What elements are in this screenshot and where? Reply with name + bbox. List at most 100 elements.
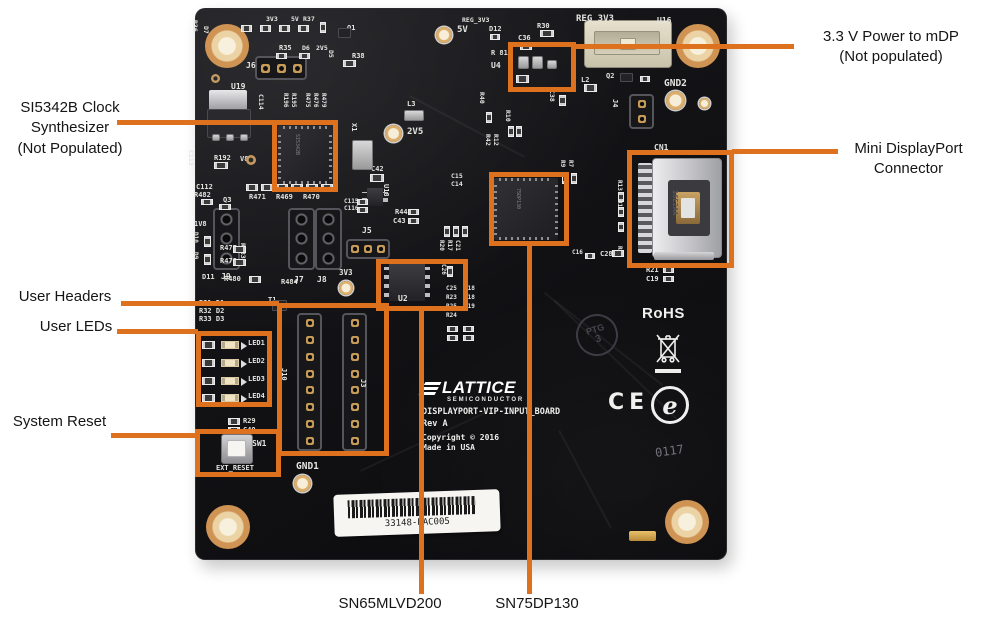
- barcode-label: 33148-PAC005: [333, 489, 501, 537]
- mounting-hole-bottom-left: [206, 505, 250, 549]
- smd-component: [202, 341, 215, 349]
- silkscreen-label: Q2: [606, 72, 615, 80]
- weee-icon: [656, 334, 680, 363]
- silkscreen-label: 3V3: [266, 15, 278, 23]
- smd-component: [447, 326, 458, 332]
- smd-component: [559, 95, 566, 106]
- smd-component: [219, 204, 231, 210]
- smd-component: [221, 359, 239, 367]
- smd-component: [299, 53, 310, 59]
- silkscreen-label: C21: [454, 240, 461, 251]
- smd-component: [663, 276, 674, 282]
- smd-component: [436, 27, 452, 43]
- smd-component: [320, 22, 326, 33]
- silkscreen-label: J5: [362, 226, 372, 235]
- smd-component: [276, 53, 287, 59]
- smd-component: [612, 250, 624, 257]
- silkscreen-label: R475: [304, 93, 311, 108]
- silkscreen-label: U2: [398, 294, 408, 303]
- board-name: DISPLAYPORT-VIP-INPUT_BOARD: [422, 407, 561, 417]
- smd-component: [241, 378, 247, 386]
- smd-component: [221, 394, 239, 402]
- callout-line-system-reset: [111, 433, 197, 438]
- highlight-box-user-headers: [277, 303, 389, 456]
- smd-component: [629, 531, 656, 541]
- silkscreen-label: D5: [327, 50, 335, 58]
- callout-line-power-mdp: [574, 44, 794, 49]
- silkscreen-label: C113: [187, 150, 195, 166]
- silkscreen-label: C18: [464, 285, 475, 292]
- silkscreen-label: R7: [567, 160, 574, 168]
- silkscreen-label: U16: [657, 16, 672, 25]
- smd-component: [370, 174, 384, 182]
- smd-component: [249, 276, 261, 283]
- silkscreen-label: J9: [221, 272, 231, 281]
- smd-component: [228, 418, 240, 425]
- smd-component: [408, 209, 419, 215]
- silkscreen-label: LED1: [248, 339, 265, 347]
- callout-line-sn75dp130: [527, 244, 532, 594]
- smd-component: [618, 192, 624, 202]
- smd-component: [339, 281, 353, 295]
- smd-component: [260, 25, 271, 32]
- silkscreen-label: 2V5: [316, 44, 328, 52]
- smd-component: [547, 60, 557, 69]
- smd-component: [279, 25, 290, 32]
- silkscreen-label: R10: [504, 110, 512, 122]
- callout-line-clock-synth: [117, 120, 274, 125]
- lattice-logo-block: LATTICE SEMICONDUCTOR DISPLAYPORT-VIP-IN…: [418, 378, 582, 452]
- smd-component: [357, 207, 368, 213]
- smd-component: [408, 218, 419, 224]
- board-rev: Rev A: [422, 419, 448, 429]
- smd-component: [585, 253, 595, 259]
- silkscreen-label: D11: [202, 273, 215, 281]
- ce-mark: CE: [608, 390, 650, 415]
- silkscreen-label: Q3: [223, 196, 232, 204]
- silkscreen-label: R29: [243, 417, 256, 425]
- regulator-u19-tab: [209, 90, 247, 110]
- silkscreen-label: CN1: [654, 143, 669, 152]
- silkscreen-label: L3: [407, 100, 416, 108]
- silkscreen-label: R19: [464, 303, 475, 310]
- chip-sn75dp130: [494, 178, 558, 240]
- silkscreen-label: C116: [344, 205, 359, 212]
- smd-component: [540, 30, 554, 37]
- silkscreen-label: R35: [279, 44, 292, 52]
- callout-label-user-leds: User LEDs: [39, 318, 113, 335]
- silkscreen-label: R23: [446, 294, 457, 301]
- silkscreen-label: R33 D3: [199, 315, 225, 323]
- silkscreen-label: J4: [611, 99, 619, 108]
- silkscreen-label: R36: [191, 20, 199, 32]
- minidp-cn1-pins: [638, 163, 652, 253]
- highlight-box-sn65mlvd200: [376, 259, 468, 311]
- rohs-mark: RoHS: [642, 305, 685, 322]
- silkscreen-label: C19: [646, 275, 659, 283]
- silkscreen-label: U19: [231, 82, 246, 91]
- silkscreen-label: D7: [202, 26, 210, 34]
- smd-component: [571, 173, 577, 184]
- silkscreen-label: R37: [303, 15, 315, 23]
- silkscreen-label: L2: [581, 76, 590, 84]
- user-header-j3: [342, 313, 367, 451]
- silkscreen-label: 3V3: [339, 268, 353, 277]
- silkscreen-label: R42: [484, 134, 492, 146]
- callout-label-sn65mlvd200: SN65MLVD200: [338, 595, 442, 612]
- smd-component: [202, 377, 215, 385]
- header-j5: [346, 239, 390, 259]
- silkscreen-label: R20: [438, 240, 445, 251]
- silkscreen-label: R196: [282, 93, 289, 108]
- smd-component: [447, 266, 453, 277]
- silkscreen-label: R30: [537, 22, 550, 30]
- smd-component: [486, 112, 492, 123]
- silkscreen-label: R477: [220, 244, 237, 252]
- callout-line-minidp: [732, 149, 838, 154]
- smd-component: [462, 226, 468, 237]
- smd-component: [640, 76, 650, 82]
- highlight-box-system-reset: [195, 429, 281, 477]
- smd-component: [298, 25, 309, 32]
- header-j8: [315, 208, 342, 270]
- smd-component: [212, 134, 220, 141]
- silkscreen-label: R17: [446, 240, 453, 251]
- smd-component: [444, 226, 450, 237]
- silkscreen-label: R470: [303, 193, 320, 201]
